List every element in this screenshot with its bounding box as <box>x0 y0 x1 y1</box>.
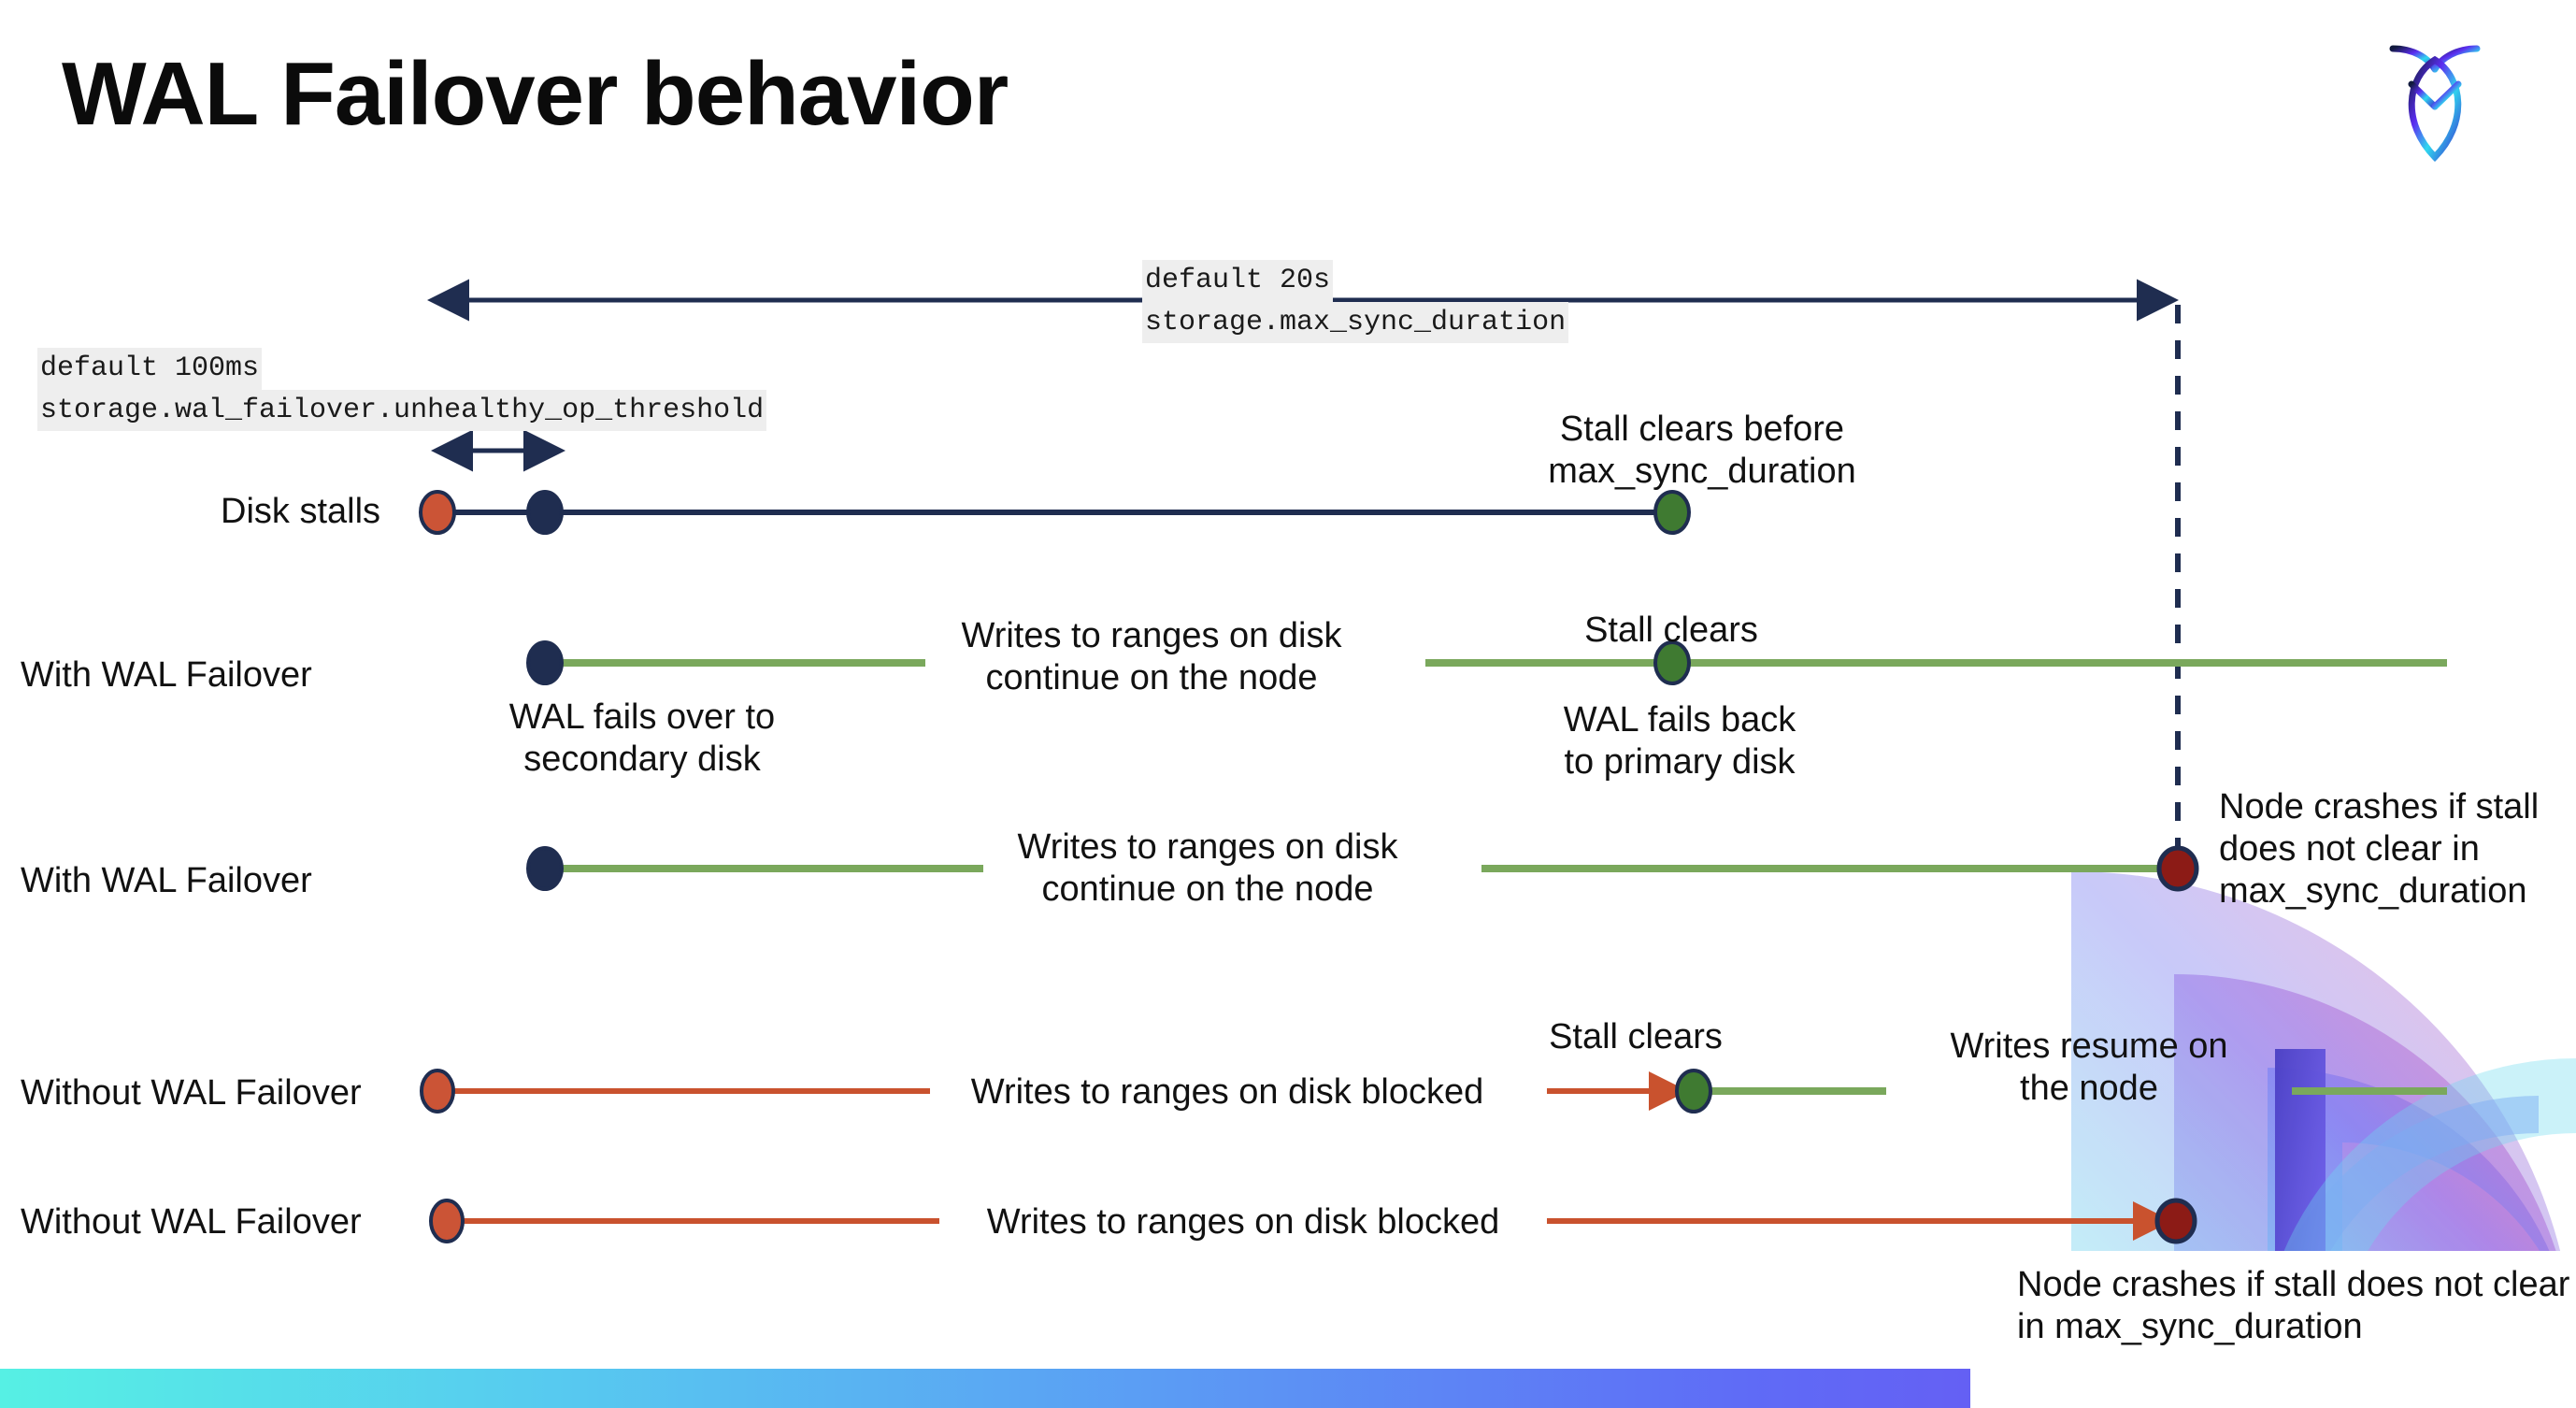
callout-unhealthy-setting: storage.wal_failover.unhealthy_op_thresh… <box>37 389 767 432</box>
annotation-writes-continue-1: Writes to ranges on disk continue on the… <box>961 616 1342 697</box>
row-label-with-wal-failover-1: With WAL Failover <box>21 655 312 695</box>
annotation-wal-fails-back: WAL fails back to primary disk <box>1563 700 1796 782</box>
annotation-wal-fails-over: WAL fails over to secondary disk <box>508 697 776 779</box>
page-title: WAL Failover behavior <box>62 44 1009 144</box>
annotation-stall-clears-2: Stall clears <box>1549 1017 1723 1056</box>
annotation-node-crash-1: Node crashes if stall does not clear in … <box>2219 787 2540 911</box>
annotation-node-crash-2: Node crashes if stall does not clear in … <box>1970 1251 2576 1408</box>
timeline-row-with-wal-failover-2 <box>526 845 2199 892</box>
timeline-row-disk-stalls <box>419 490 1691 535</box>
annotation-stall-clears-1: Stall clears <box>1584 611 1758 650</box>
timeline-row-without-wal-failover-1 <box>420 1069 2447 1113</box>
callout-max-sync-duration: default 20s storage.max_sync_duration <box>1142 260 1569 344</box>
marker-stall-clears <box>1653 490 1691 535</box>
row-label-without-wal-failover-1: Without WAL Failover <box>21 1073 362 1113</box>
callout-max-sync-default: default 20s <box>1142 260 1334 302</box>
callout-max-sync-setting: storage.max_sync_duration <box>1142 301 1569 344</box>
annotation-writes-blocked-2: Writes to ranges on disk blocked <box>986 1202 1500 1242</box>
marker-writes-blocked <box>420 1069 455 1113</box>
marker-wal-fails-over <box>526 640 564 685</box>
annotation-stall-clears-before-max-sync: Stall clears before max_sync_duration <box>1548 409 1856 491</box>
marker-writes-blocked <box>429 1199 465 1243</box>
marker-unhealthy-threshold <box>526 490 564 535</box>
row-label-with-wal-failover-2: With WAL Failover <box>21 861 312 900</box>
timeline-row-with-wal-failover-1 <box>526 640 2447 685</box>
marker-wal-fails-over <box>526 846 564 891</box>
callout-unhealthy-default: default 100ms <box>37 348 263 390</box>
marker-stall-clears <box>1675 1069 1712 1113</box>
marker-node-crashes <box>2156 845 2199 892</box>
timeline-row-without-wal-failover-2 <box>429 1198 2197 1244</box>
marker-stall-clears <box>1653 640 1691 685</box>
row-label-without-wal-failover-2: Without WAL Failover <box>21 1202 362 1242</box>
marker-node-crashes <box>2154 1198 2197 1244</box>
cockroachdb-logo-icon <box>2389 45 2481 163</box>
marker-stall-begins <box>419 490 456 535</box>
annotation-writes-blocked-1: Writes to ranges on disk blocked <box>970 1072 1484 1112</box>
annotation-writes-continue-2: Writes to ranges on disk continue on the… <box>1017 827 1398 909</box>
callout-unhealthy-op-threshold: default 100ms storage.wal_failover.unhea… <box>37 348 767 432</box>
row-label-disk-stalls: Disk stalls <box>221 492 381 531</box>
annotation-writes-resume: Writes resume on the node <box>1950 1027 2228 1108</box>
